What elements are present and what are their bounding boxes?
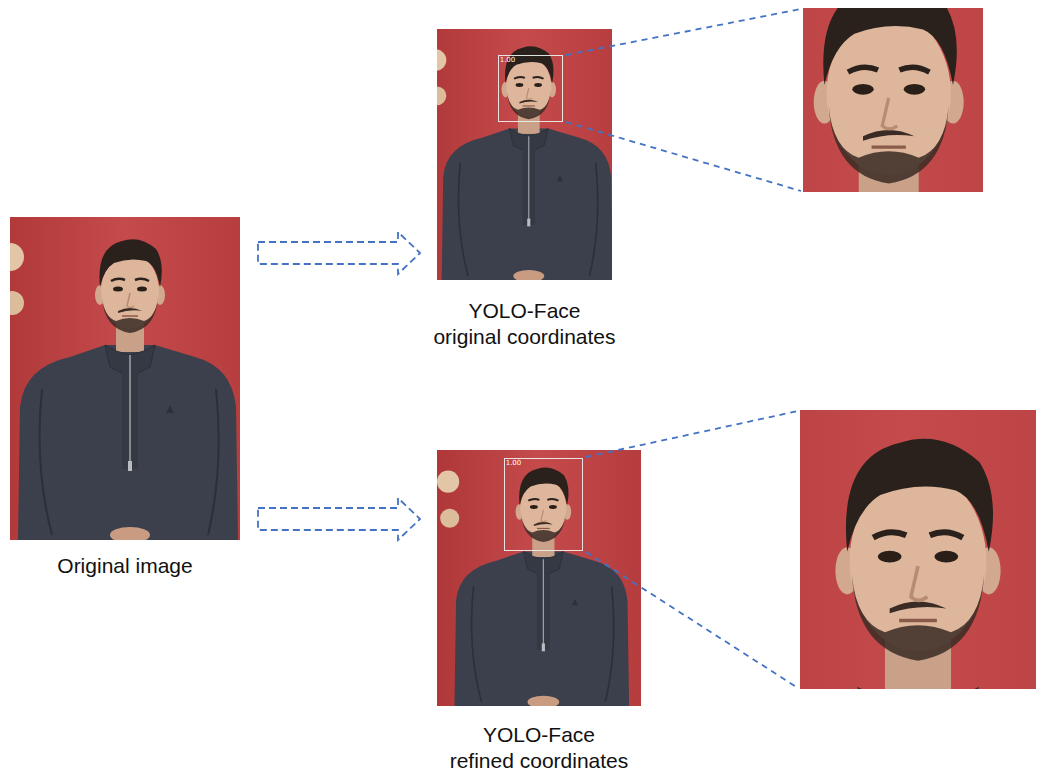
leader-line: [566, 122, 801, 191]
person-figure: [400, 442, 678, 714]
caption: YOLO-Face refined coordinates: [449, 722, 629, 775]
dashed-block-arrow: [258, 232, 420, 274]
score-label: 1.00: [505, 459, 582, 467]
face-crop: [493, 363, 1043, 783]
caption: Original image: [10, 553, 240, 579]
person-figure: [0, 207, 300, 550]
leader-line: [586, 411, 798, 457]
image-panel: 1.00YOLO-Face original coordinates: [437, 29, 612, 353]
zoom-leaders: [566, 9, 801, 688]
original-photo: [0, 207, 300, 550]
score-label: 1.00: [499, 56, 562, 64]
detection-box: 1.00: [504, 458, 583, 552]
image-panel: Original image: [10, 217, 240, 581]
leader-line: [566, 9, 801, 55]
detection-box: 1.00: [498, 55, 563, 122]
detection-photo: [389, 21, 661, 288]
caption: YOLO-Face original coordinates: [433, 298, 617, 351]
leader-line: [586, 552, 798, 688]
image-panel: 1.00YOLO-Face refined coordinates: [437, 450, 641, 777]
person-figure: [493, 363, 1043, 783]
dashed-block-arrow: [258, 498, 420, 540]
person-figure: [389, 21, 661, 288]
detection-photo: [400, 442, 678, 714]
